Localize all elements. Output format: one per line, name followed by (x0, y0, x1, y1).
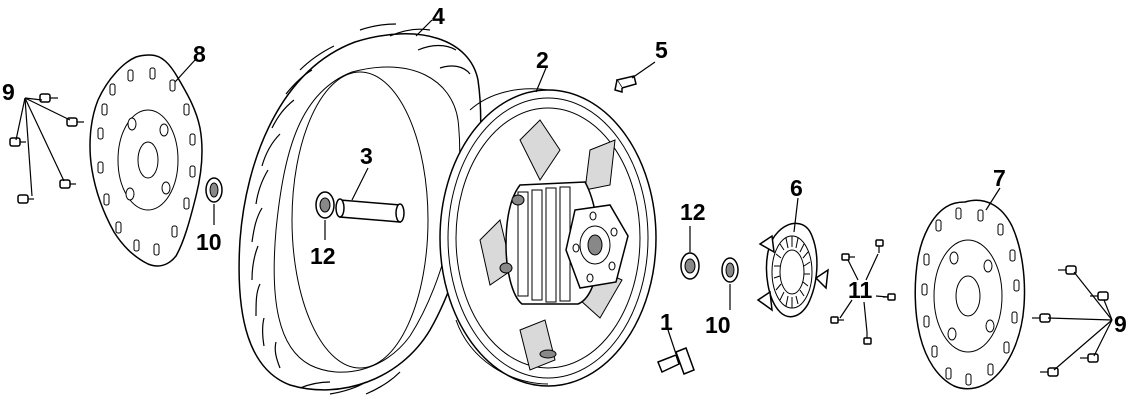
callout-2: 2 (536, 47, 549, 73)
left-brake-disc (89, 54, 203, 267)
bolt (17, 194, 34, 204)
right-brake-disc (914, 199, 1026, 390)
callout-1: 1 (660, 309, 673, 335)
right-oil-seal (721, 257, 739, 283)
leader-1 (667, 329, 677, 355)
screw (875, 239, 884, 253)
bolt (1080, 353, 1099, 363)
callout-6: 6 (790, 175, 803, 201)
left-oil-seal (205, 177, 223, 203)
axle (335, 198, 405, 223)
callout-11: 11 (848, 277, 873, 303)
leader-3 (351, 167, 369, 201)
callout-5: 5 (655, 37, 668, 63)
callout-12-left: 12 (310, 243, 336, 269)
abs-tone-ring (756, 222, 829, 318)
screw (841, 253, 855, 261)
leader-7 (985, 187, 1001, 211)
leader-11 (839, 253, 889, 333)
bolt (39, 93, 58, 103)
leader-8 (174, 59, 196, 83)
callout-8: 8 (193, 41, 206, 67)
valve-clip (614, 75, 637, 93)
leader-2 (535, 67, 547, 93)
leader-4 (415, 19, 433, 37)
callout-12-right: 12 (680, 199, 706, 225)
callout-7: 7 (993, 165, 1006, 191)
screw (830, 316, 844, 324)
left-disc-bolts (9, 93, 84, 204)
left-bearing (315, 191, 335, 219)
valve-stem (657, 347, 695, 375)
bolt (1090, 291, 1109, 301)
callout-9-right: 9 (1114, 311, 1127, 337)
bolt (1032, 313, 1051, 323)
callout-3: 3 (360, 143, 373, 169)
bolt (9, 137, 26, 147)
leader-5 (631, 61, 656, 79)
screw (863, 332, 872, 345)
leader-9-left (15, 97, 71, 197)
callout-10-left: 10 (196, 229, 222, 255)
right-disc-bolts (1032, 265, 1109, 377)
leader-6 (793, 197, 799, 233)
callout-4: 4 (432, 3, 445, 29)
wheel-rim (439, 88, 657, 387)
callout-9-left: 9 (2, 79, 15, 105)
right-bearing (680, 252, 700, 280)
leader-9-right (1047, 271, 1113, 371)
bolt (1058, 265, 1077, 275)
bolt (59, 179, 76, 189)
bolt (1040, 367, 1059, 377)
callout-10-right: 10 (705, 312, 731, 338)
